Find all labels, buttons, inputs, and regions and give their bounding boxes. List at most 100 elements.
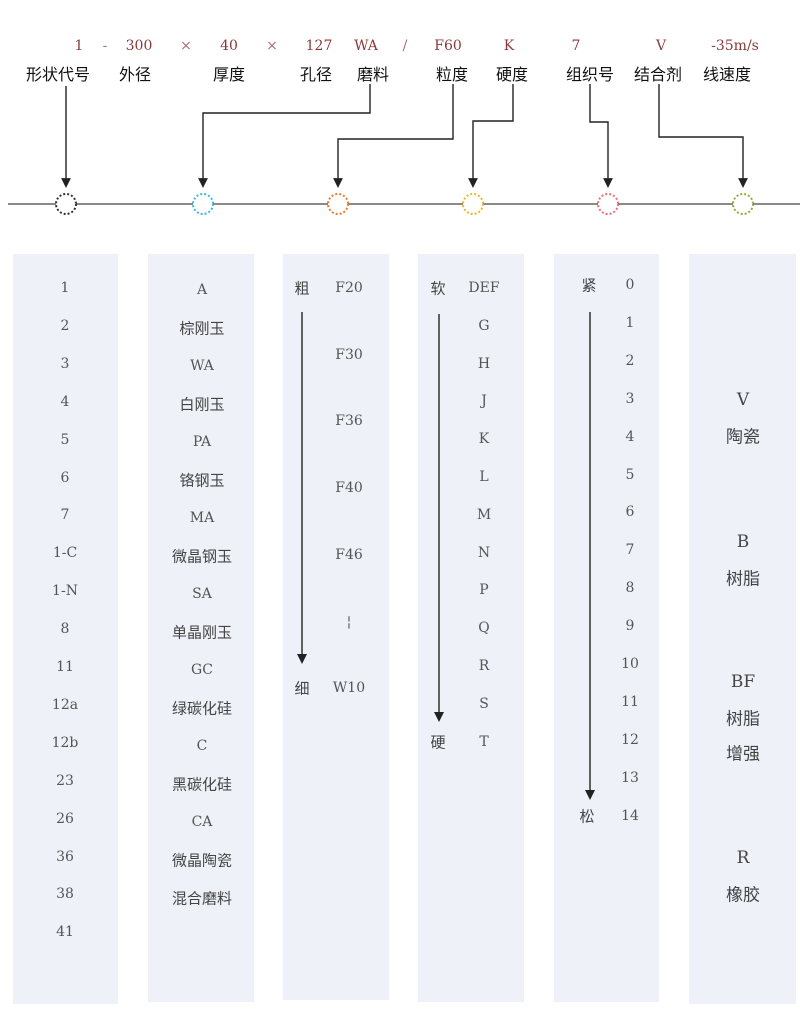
abrasive-code-item: C xyxy=(196,738,208,754)
abrasive-name-item: 铬钢玉 xyxy=(179,471,225,490)
hardness-value-item: J xyxy=(481,393,487,410)
bond-name-item: 陶瓷 xyxy=(726,427,760,448)
spec-code-structure: 7 xyxy=(571,38,581,54)
spec-code-hardness: K xyxy=(503,38,515,54)
shape-code-item: 6 xyxy=(60,469,70,486)
hardness-value-item: L xyxy=(479,469,489,485)
structure-value-item: 14 xyxy=(621,807,639,824)
connector-abrasive xyxy=(198,84,371,188)
bond-code-item: R xyxy=(736,848,750,868)
hardness-value-item: H xyxy=(477,355,491,372)
grit-value-item: W10 xyxy=(332,680,366,696)
hardness-arrow xyxy=(434,314,444,722)
hardness-value-item: DEF xyxy=(468,280,500,296)
label-bond: 结合剂 xyxy=(633,65,683,84)
shape-code-item: 12a xyxy=(51,696,79,713)
shape-code-item: 5 xyxy=(60,431,70,448)
label-grit: 粒度 xyxy=(435,65,469,84)
grit-arrow xyxy=(297,312,307,664)
hardness-value-item: P xyxy=(479,582,489,599)
structure-loose-label: 松 xyxy=(579,807,595,826)
label-hardness: 硬度 xyxy=(495,65,529,84)
label-abrasive: 磨料 xyxy=(356,65,390,84)
connector-diagram xyxy=(8,84,800,215)
timeline-node-hardness xyxy=(462,193,484,215)
bond-code-item: V xyxy=(736,390,750,410)
hardness-value-item: S xyxy=(479,695,489,712)
shape-code-item: 26 xyxy=(56,810,74,827)
structure-value-item: 3 xyxy=(625,390,635,407)
spec-code-shape: 1 xyxy=(74,38,84,54)
label-bore: 孔径 xyxy=(299,65,333,84)
hardness-value-item: T xyxy=(479,733,489,750)
hardness-value-item: K xyxy=(478,431,490,448)
structure-value-item: 4 xyxy=(625,428,635,445)
shape-code-item: 1 xyxy=(60,280,70,296)
structure-value-item: 0 xyxy=(625,277,635,293)
connector-structure xyxy=(589,84,613,188)
abrasive-name-item: 微晶钢玉 xyxy=(171,547,233,566)
hardness-value-item: R xyxy=(478,658,490,674)
shape-code-item: 23 xyxy=(56,772,74,789)
abrasive-name-item: 白刚玉 xyxy=(179,395,225,414)
shape-code-item: 3 xyxy=(60,355,70,372)
connector-grit xyxy=(333,84,454,188)
grit-value-item: F46 xyxy=(335,547,363,563)
structure-value-item: 10 xyxy=(621,656,639,672)
hardness-value-item: G xyxy=(478,317,490,334)
timeline-node-bond xyxy=(732,193,754,215)
structure-value-item: 12 xyxy=(621,731,639,748)
structure-value-item: 5 xyxy=(625,466,635,483)
abrasive-code-item: MA xyxy=(189,510,215,526)
label-thickness: 厚度 xyxy=(212,65,246,84)
abrasive-name-item: 微晶陶瓷 xyxy=(171,851,233,870)
structure-arrow xyxy=(585,312,595,800)
bond-name-item: 树脂 xyxy=(726,709,760,730)
grit-value-item: F30 xyxy=(335,347,363,363)
spec-code-bond: V xyxy=(655,38,667,54)
bond-code-item: B xyxy=(736,532,750,552)
spec-operator-times-1: × xyxy=(180,38,192,54)
structure-value-item: 7 xyxy=(625,542,635,559)
hardness-soft-label: 软 xyxy=(430,279,446,298)
structure-value-item: 2 xyxy=(625,352,635,369)
spec-operator-dash: - xyxy=(102,38,108,54)
spec-code-grit: F60 xyxy=(434,38,462,54)
hardness-value-item: M xyxy=(476,506,492,523)
grit-value-item: ¦ xyxy=(346,614,352,630)
abrasive-code-item: WA xyxy=(190,358,214,374)
shape-code-item: 1-C xyxy=(52,545,78,562)
abrasive-name-item: 单晶刚玉 xyxy=(171,623,233,642)
label-structure: 组织号 xyxy=(565,65,615,84)
structure-value-item: 8 xyxy=(625,580,635,597)
timeline-node-structure xyxy=(597,193,619,215)
structure-value-item: 6 xyxy=(625,504,635,521)
label-shape: 形状代号 xyxy=(25,65,91,84)
shape-code-item: 38 xyxy=(56,886,74,903)
bond-name-item: 橡胶 xyxy=(726,885,760,906)
grit-value-item: F36 xyxy=(335,413,363,429)
shape-code-item: 12b xyxy=(51,734,79,751)
abrasive-name-item: 绿碳化硅 xyxy=(171,699,233,718)
shape-code-item: 2 xyxy=(60,317,70,334)
bond-name-item: 增强 xyxy=(726,744,760,765)
grit-coarse-label: 粗 xyxy=(294,279,310,298)
shape-code-item: 41 xyxy=(56,924,74,941)
abrasive-code-item: A xyxy=(196,282,208,298)
grit-value-item: F20 xyxy=(335,280,363,296)
shape-code-item: 4 xyxy=(60,393,70,410)
grit-fine-label: 细 xyxy=(294,679,310,698)
shape-code-item: 36 xyxy=(56,848,74,865)
shape-code-item: 7 xyxy=(60,507,70,524)
hardness-value-item: N xyxy=(477,544,491,561)
spec-code-abrasive: WA xyxy=(354,38,378,54)
spec-code-thickness: 40 xyxy=(220,38,238,54)
label-outer-diameter: 外径 xyxy=(118,65,152,84)
bond-code-item: BF xyxy=(730,672,756,692)
structure-tight-label: 紧 xyxy=(581,276,597,295)
